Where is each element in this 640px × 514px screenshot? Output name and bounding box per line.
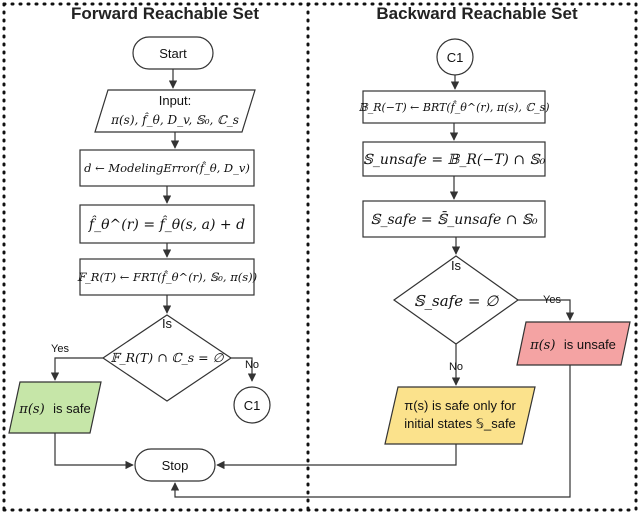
forward-section-title: Forward Reachable Set xyxy=(71,4,259,23)
unsafe-result-suffix: is unsafe xyxy=(564,337,616,352)
input-label: Input: xyxy=(159,93,192,108)
edge-forward-yes xyxy=(50,357,103,381)
backward-yes-label: Yes xyxy=(543,294,561,306)
edge-unsafe-stop xyxy=(170,365,571,498)
safe-result-node: π(s) is safe xyxy=(8,381,102,434)
backward-decision-condition: 𝕊_safe = ∅ xyxy=(414,292,500,310)
forward-decision-is: Is xyxy=(162,316,173,331)
backward-section-title: Backward Reachable Set xyxy=(376,4,578,23)
augmented-dynamics-node: f̂_θ^(r) = f̂_θ(s, a) + d xyxy=(79,204,255,244)
modeling-error-label: d ← ModelingError(f̂_θ, D_v) xyxy=(84,161,250,175)
edge-backward-yes xyxy=(518,299,575,321)
modeling-error-node: d ← ModelingError(f̂_θ, D_v) xyxy=(79,149,255,187)
start-label: Start xyxy=(159,46,187,61)
safe-result-policy: π(s) xyxy=(18,402,44,417)
unsafe-set-label: 𝕊_unsafe = 𝔹_R(−T) ∩ 𝕊₀ xyxy=(363,152,546,168)
unsafe-result-policy: π(s) xyxy=(529,338,555,353)
input-node: Input: π(s), f̂_θ, D_v, 𝕊₀, ℂ_s xyxy=(94,89,256,133)
unsafe-result-node: π(s) is unsafe xyxy=(516,321,631,366)
input-params: π(s), f̂_θ, D_v, 𝕊₀, ℂ_s xyxy=(110,111,239,127)
forward-connector-c1: C1 xyxy=(233,386,271,424)
safe-result-text: π(s) is safe xyxy=(18,400,90,417)
forward-no-label: No xyxy=(245,359,259,371)
edge-forward-no xyxy=(231,357,257,382)
edge-safe-stop xyxy=(54,433,134,470)
backward-connector-c1: C1 xyxy=(436,38,474,76)
brt-node: 𝔹_R(−T) ← BRT(f̂_θ^(r), π(s), ℂ_s) xyxy=(358,90,550,124)
partial-safe-line1: π(s) is safe only for xyxy=(404,398,516,413)
augmented-dynamics-label: f̂_θ^(r) = f̂_θ(s, a) + d xyxy=(88,215,245,233)
unsafe-result-text: π(s) is unsafe xyxy=(529,336,616,353)
frt-label: 𝔽_R(T) ← FRT(f̂_θ^(r), 𝕊₀, π(s)) xyxy=(77,270,257,284)
backward-connector-label: C1 xyxy=(447,50,464,65)
safe-set-node: 𝕊_safe = 𝕊̄_unsafe ∩ 𝕊₀ xyxy=(362,200,546,238)
backward-no-label: No xyxy=(449,361,463,373)
safe-set-label: 𝕊_safe = 𝕊̄_unsafe ∩ 𝕊₀ xyxy=(370,210,538,228)
edge-partial-stop xyxy=(216,444,457,470)
stop-label: Stop xyxy=(162,458,189,473)
forward-yes-label: Yes xyxy=(51,343,69,355)
start-node: Start xyxy=(132,36,214,70)
frt-node: 𝔽_R(T) ← FRT(f̂_θ^(r), 𝕊₀, π(s)) xyxy=(77,258,257,296)
backward-decision-is: Is xyxy=(451,258,462,273)
partial-safe-result-node: π(s) is safe only for initial states 𝕊_s… xyxy=(384,386,536,445)
forward-connector-label: C1 xyxy=(244,398,261,413)
safe-result-suffix: is safe xyxy=(53,401,91,416)
stop-node: Stop xyxy=(134,448,216,482)
forward-decision-node: Is 𝔽_R(T) ∩ ℂ_s = ∅ xyxy=(101,314,233,402)
backward-decision-node: Is 𝕊_safe = ∅ xyxy=(392,255,520,345)
brt-label: 𝔹_R(−T) ← BRT(f̂_θ^(r), π(s), ℂ_s) xyxy=(358,101,549,114)
forward-decision-condition: 𝔽_R(T) ∩ ℂ_s = ∅ xyxy=(111,350,225,365)
unsafe-set-node: 𝕊_unsafe = 𝔹_R(−T) ∩ 𝕊₀ xyxy=(362,141,546,177)
partial-safe-line2: initial states 𝕊_safe xyxy=(404,416,516,431)
